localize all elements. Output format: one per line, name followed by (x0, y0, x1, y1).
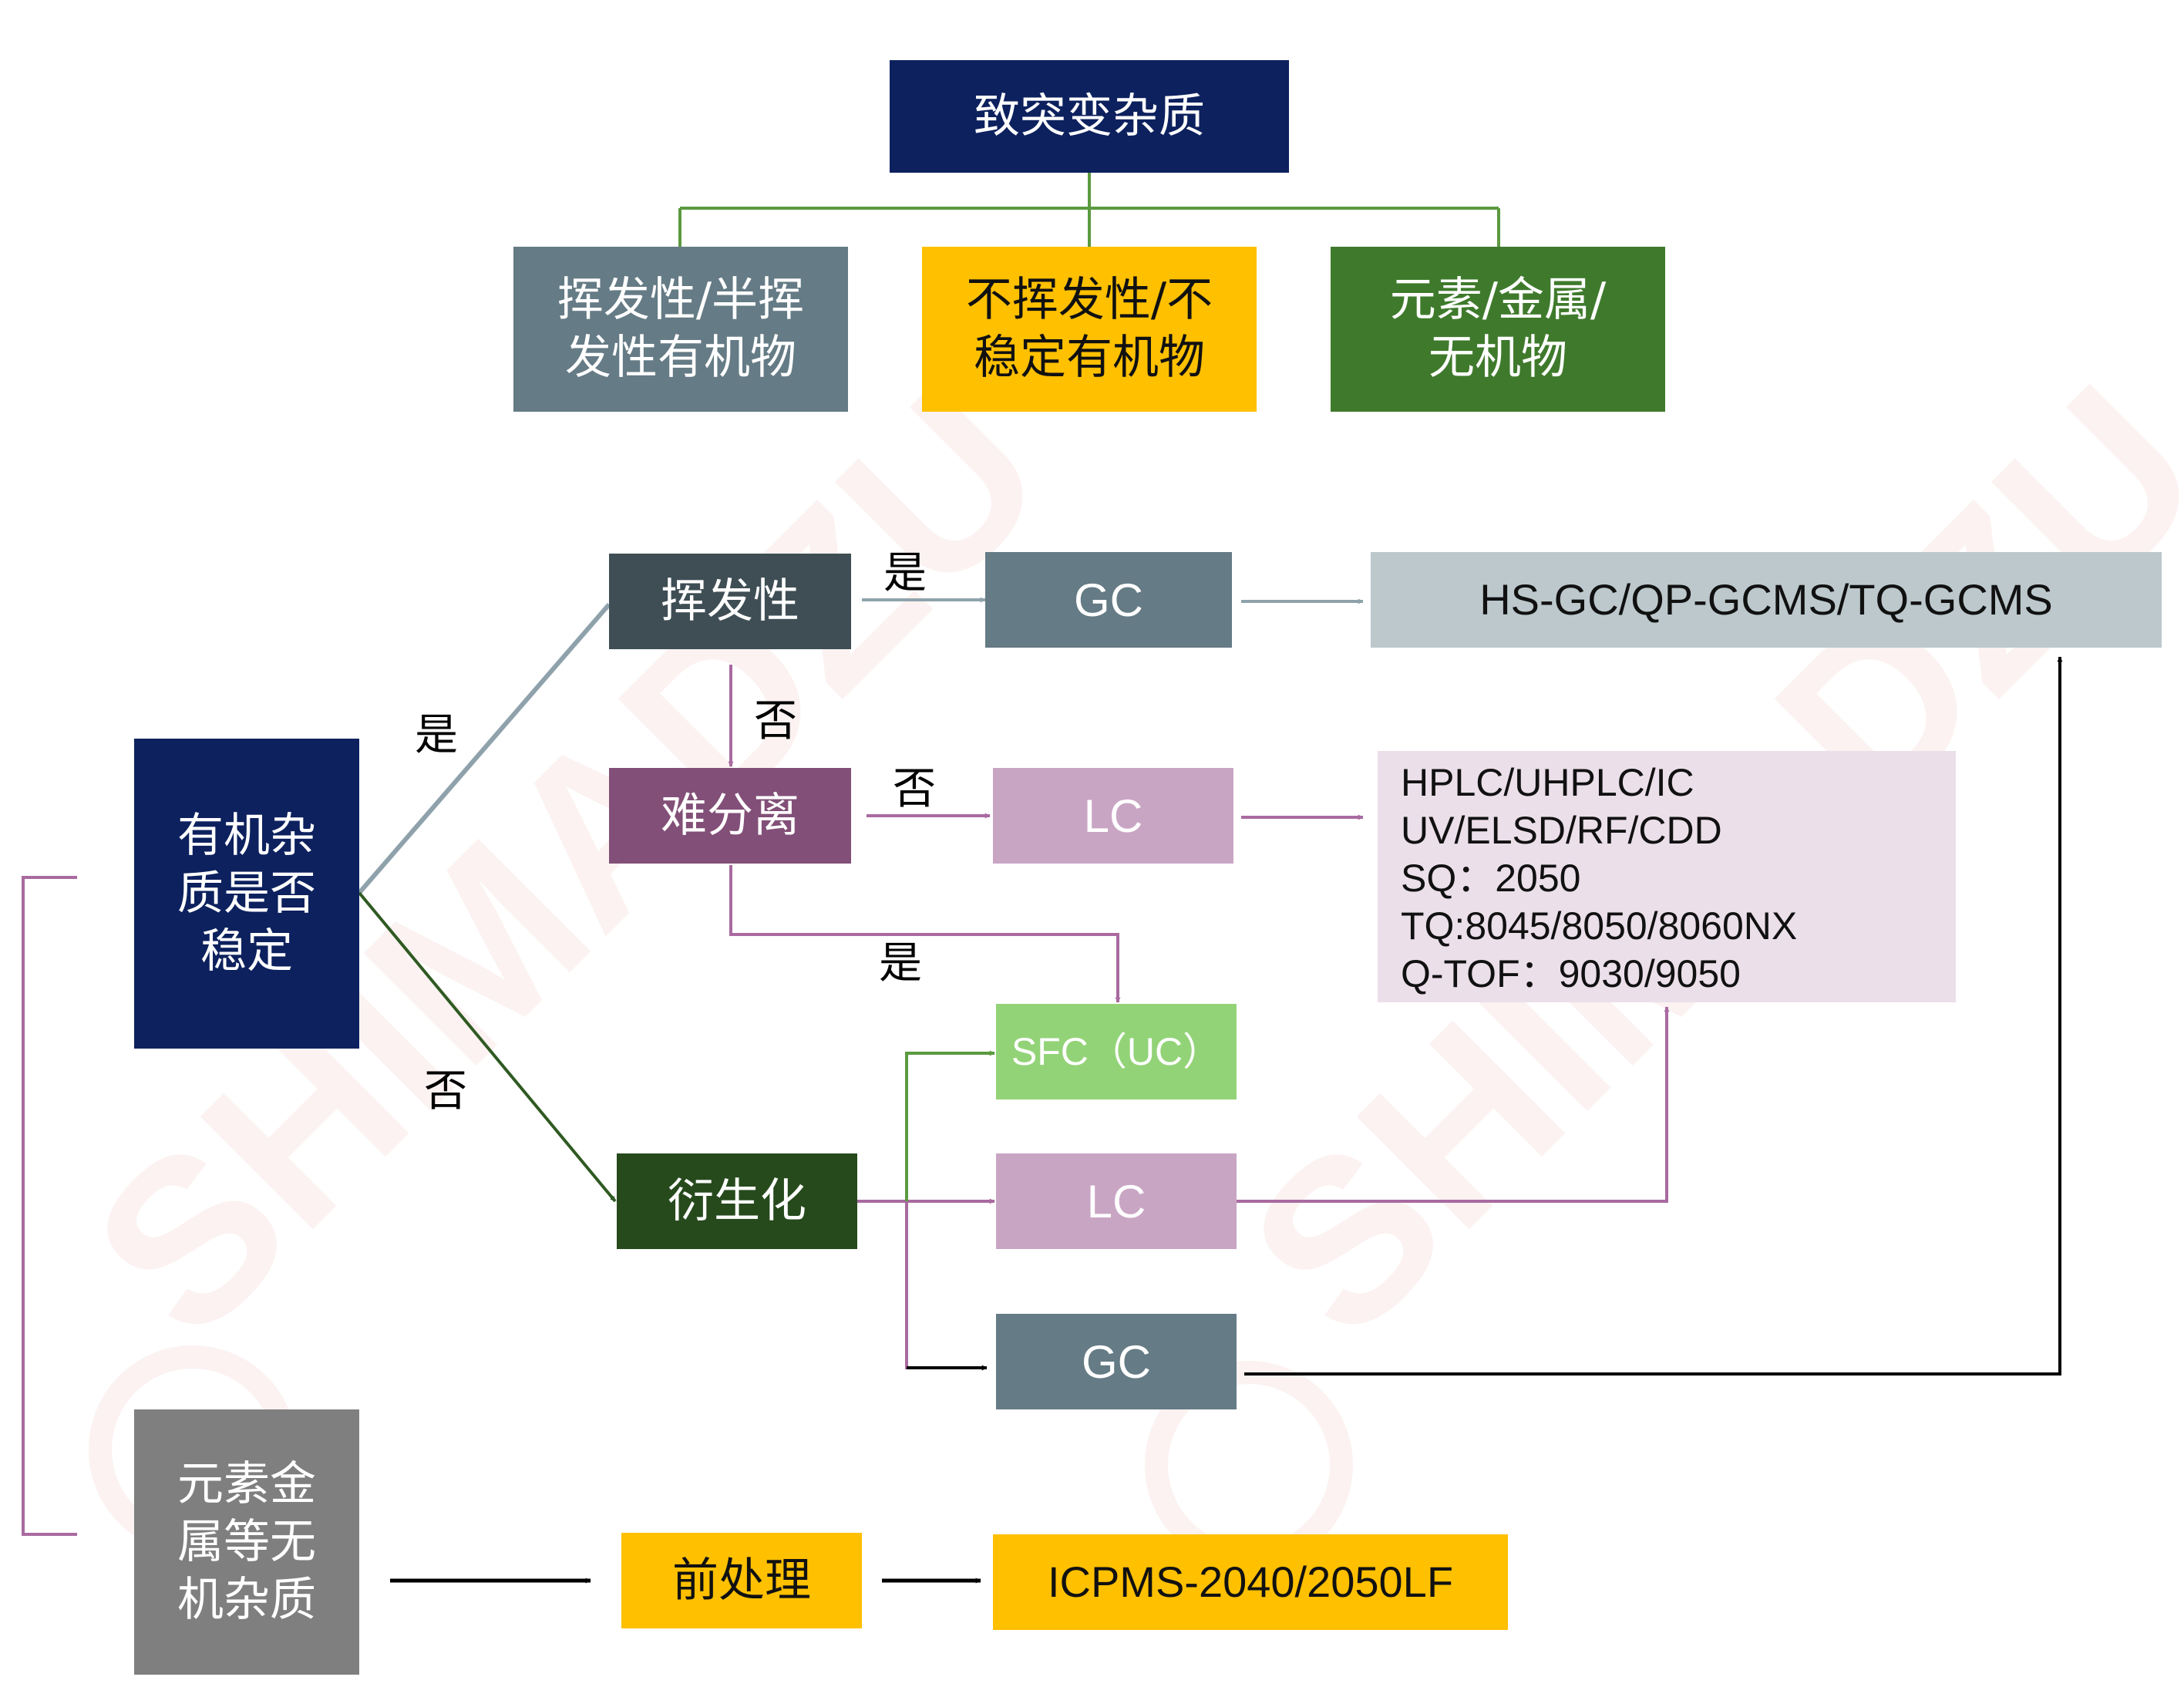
lc-top-box: LC (993, 768, 1233, 864)
detector-line: UV/ELSD/RF/CDD (1401, 809, 1722, 852)
category-elemental-inorganic: 元素/金属/ 无机物 (1331, 247, 1665, 412)
label-no-hard: 否 (893, 764, 936, 814)
pretreatment-box: 前处理 (621, 1533, 862, 1628)
derivatization-box: 衍生化 (617, 1153, 857, 1249)
label-no-stable: 否 (424, 1066, 467, 1116)
root-label: 致突变杂质 (974, 89, 1205, 143)
category-nonvolatile-label: 不挥发性/不 稳定有机物 (965, 273, 1213, 385)
lc-mid-box: LC (996, 1153, 1237, 1249)
detector-line: Q-TOF：9030/9050 (1401, 952, 1741, 995)
category-nonvolatile-organic: 不挥发性/不 稳定有机物 (922, 247, 1257, 412)
volatile-label: 挥发性 (661, 574, 799, 628)
arrow-deriv-to-sfc (905, 1050, 995, 1201)
gc-bottom-box: GC (996, 1314, 1237, 1409)
detector-line: TQ:8045/8050/8060NX (1401, 904, 1798, 948)
detector-line: SQ：2050 (1401, 857, 1581, 900)
gc-top-box: GC (985, 552, 1232, 648)
gc-bottom-label: GC (1082, 1335, 1151, 1388)
arrow-hardsep-to-sfc (729, 865, 1121, 1003)
category-elemental-label: 元素/金属/ 无机物 (1389, 273, 1607, 385)
volatile-box: 挥发性 (609, 554, 851, 649)
arrow-stable-to-deriv (358, 891, 617, 1203)
organic-stable-decision: 有机杂 质是否 稳定 (134, 739, 359, 1049)
icpms-label: ICPMS-2040/2050LF (1047, 1557, 1454, 1606)
gc-top-label: GC (1074, 574, 1143, 626)
organic-stable-label: 有机杂 质是否 稳定 (177, 808, 316, 978)
lc-detectors-box: HPLC/UHPLC/IC UV/ELSD/RF/CDD SQ：2050 TQ:… (1378, 751, 1956, 1002)
arrow-gcbottom-to-hsgc (1244, 656, 2063, 1376)
left-bracket (22, 876, 77, 1536)
lc-top-label: LC (1083, 790, 1143, 842)
label-yes-stable: 是 (415, 710, 458, 760)
arrow-lcmid-to-detectors (1237, 1006, 1670, 1203)
pretreatment-label: 前处理 (672, 1553, 811, 1608)
icpms-box: ICPMS-2040/2050LF (993, 1534, 1508, 1630)
detector-line: HPLC/UHPLC/IC (1401, 761, 1694, 804)
label-yes-hard: 是 (879, 938, 922, 988)
category-volatile-organic: 挥发性/半挥 发性有机物 (513, 247, 848, 412)
lc-mid-label: LC (1086, 1175, 1146, 1227)
hard-separation-label: 难分离 (661, 788, 799, 843)
label-yes-volatile: 是 (883, 548, 927, 598)
hierarchy-connectors (678, 173, 1500, 247)
arrow-stable-to-volatile (357, 603, 611, 894)
root-box-mutagenic-impurities: 致突变杂质 (890, 60, 1289, 173)
inorganic-impurity-label: 元素金 属等无 机杂质 (177, 1456, 316, 1627)
label-no-volatile: 否 (754, 696, 797, 746)
sfc-box: SFC（UC） (996, 1004, 1237, 1099)
category-volatile-label: 挥发性/半挥 发性有机物 (557, 273, 805, 385)
derivatization-label: 衍生化 (668, 1173, 806, 1228)
hard-separation-box: 难分离 (609, 768, 851, 864)
hs-gc-box: HS-GC/QP-GCMS/TQ-GCMS (1371, 552, 2162, 648)
hs-gc-label: HS-GC/QP-GCMS/TQ-GCMS (1479, 575, 2053, 624)
sfc-label: SFC（UC） (1011, 1029, 1222, 1073)
inorganic-impurity-box: 元素金 属等无 机杂质 (134, 1409, 359, 1675)
arrow-deriv-to-gc (905, 1201, 985, 1369)
